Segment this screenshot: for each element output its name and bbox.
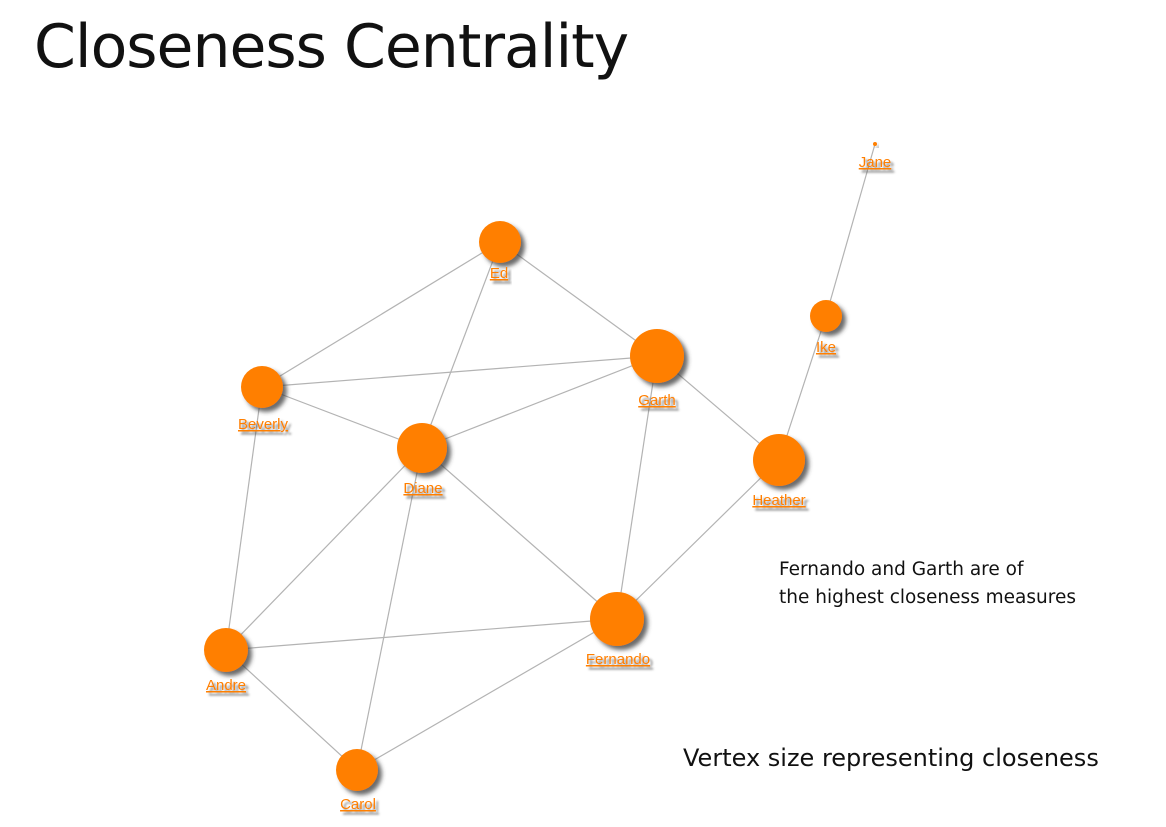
vertex-ike: Ike bbox=[810, 300, 842, 356]
vertex-carol-label: Carol bbox=[340, 796, 376, 813]
closeness-note: Fernando and Garth are of the highest cl… bbox=[779, 556, 1076, 612]
edge-beverly-garth bbox=[261, 355, 658, 388]
edge-diane-garth bbox=[421, 355, 658, 449]
vertex-diane: Diane bbox=[397, 423, 447, 497]
edge-beverly-andre bbox=[225, 386, 263, 651]
edge-diane-carol bbox=[356, 447, 423, 771]
vertex-beverly: Beverly bbox=[238, 366, 289, 433]
edge-andre-carol bbox=[225, 649, 358, 771]
vertex-ed-label: Ed bbox=[490, 265, 508, 282]
edge-garth-fernando bbox=[616, 355, 658, 620]
vertex-carol-circle bbox=[336, 749, 378, 791]
vertex-ike-circle bbox=[810, 300, 842, 332]
vertex-carol: Carol bbox=[336, 749, 378, 813]
vertex-ed-circle bbox=[479, 221, 521, 263]
vertex-diane-circle bbox=[397, 423, 447, 473]
edge-ed-garth bbox=[499, 241, 658, 357]
edge-andre-fernando bbox=[225, 618, 618, 651]
edge-ed-diane bbox=[421, 241, 501, 449]
vertex-andre: Andre bbox=[204, 628, 248, 694]
vertex-beverly-circle bbox=[241, 366, 283, 408]
size-caption: Vertex size representing closeness bbox=[683, 744, 1099, 772]
vertex-andre-label: Andre bbox=[206, 677, 246, 694]
vertex-heather-label: Heather bbox=[752, 492, 805, 509]
vertex-beverly-label: Beverly bbox=[238, 416, 289, 433]
edge-heather-fernando bbox=[616, 459, 780, 620]
edge-carol-fernando bbox=[356, 618, 618, 771]
vertex-diane-label: Diane bbox=[403, 480, 442, 497]
vertex-ed: Ed bbox=[479, 221, 521, 282]
vertex-ike-label: Ike bbox=[816, 339, 836, 356]
closeness-note-line-2: the highest closeness measures bbox=[779, 587, 1076, 608]
edge-beverly-diane bbox=[261, 386, 423, 449]
vertex-garth-circle bbox=[630, 329, 684, 383]
vertex-heather: Heather bbox=[752, 434, 806, 509]
slide-title: Closeness Centrality bbox=[34, 12, 629, 82]
edge-diane-fernando bbox=[421, 447, 618, 620]
vertex-jane: Jane bbox=[859, 142, 892, 171]
edge-layer bbox=[225, 143, 876, 771]
vertex-jane-label: Jane bbox=[859, 154, 892, 171]
vertex-jane-circle bbox=[873, 142, 877, 146]
edge-ike-jane bbox=[825, 143, 876, 317]
vertex-fernando-circle bbox=[590, 592, 644, 646]
closeness-note-line-1: Fernando and Garth are of bbox=[779, 559, 1024, 580]
vertex-andre-circle bbox=[204, 628, 248, 672]
vertex-fernando: Fernando bbox=[586, 592, 650, 668]
edge-ed-beverly bbox=[261, 241, 501, 388]
vertex-garth: Garth bbox=[630, 329, 684, 409]
edge-diane-andre bbox=[225, 447, 423, 651]
vertex-garth-label: Garth bbox=[638, 392, 676, 409]
vertex-heather-circle bbox=[753, 434, 805, 486]
vertex-fernando-label: Fernando bbox=[586, 651, 650, 668]
